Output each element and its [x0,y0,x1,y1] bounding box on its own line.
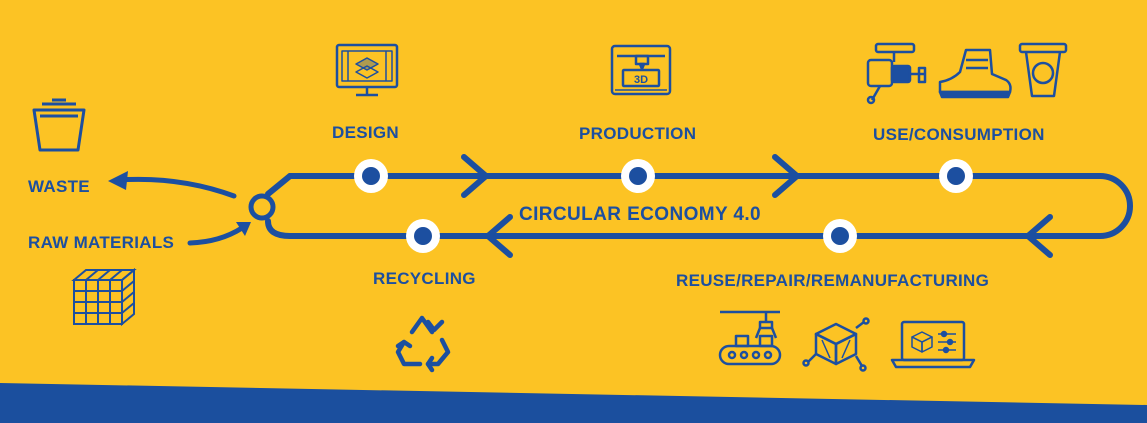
node-design [354,159,388,193]
arrow-left-2 [485,214,513,258]
cycle-loop-start [265,173,293,197]
3d-printer-icon: 3D [610,44,672,96]
node-inout [248,193,276,221]
arrow-to-waste-head [108,171,128,190]
trash-bin-icon [32,98,86,152]
stage-label-reuse: REUSE/REPAIR/REMANUFACTURING [676,271,990,290]
recycle-icon [395,315,451,373]
circuit-box-icon [802,317,870,372]
material-cube-icon [71,267,137,327]
stage-label-recycling: RECYCLING [373,269,476,288]
bottom-band [0,383,1147,423]
node-production [621,159,655,193]
laptop-design-icon [890,320,976,369]
arrow-from-raw [187,225,245,246]
cup-icon [1018,42,1068,98]
input-label-raw-materials: RAW MATERIALS [28,233,175,252]
arrow-from-raw-head [236,222,251,236]
node-use [939,159,973,193]
cycle-loop [265,173,1133,239]
input-label-waste: WASTE [28,177,90,196]
stage-label-design: DESIGN [332,123,399,142]
fishing-reel-icon [866,42,927,105]
arrow-right-2 [772,154,800,198]
stage-label-use: USE/CONSUMPTION [873,125,1045,144]
cad-monitor-icon [335,43,399,97]
stage-label-production: PRODUCTION [579,124,697,143]
boot-icon [938,48,1012,99]
svg-text:3D: 3D [634,74,648,86]
arrow-left-1 [1025,214,1053,258]
node-recycling [406,219,440,253]
robot-arm-conveyor-icon [718,310,782,366]
arrow-right-1 [461,154,489,198]
diagram-title: CIRCULAR ECONOMY 4.0 [519,204,762,225]
node-reuse [823,219,857,253]
arrow-to-waste [115,176,237,199]
